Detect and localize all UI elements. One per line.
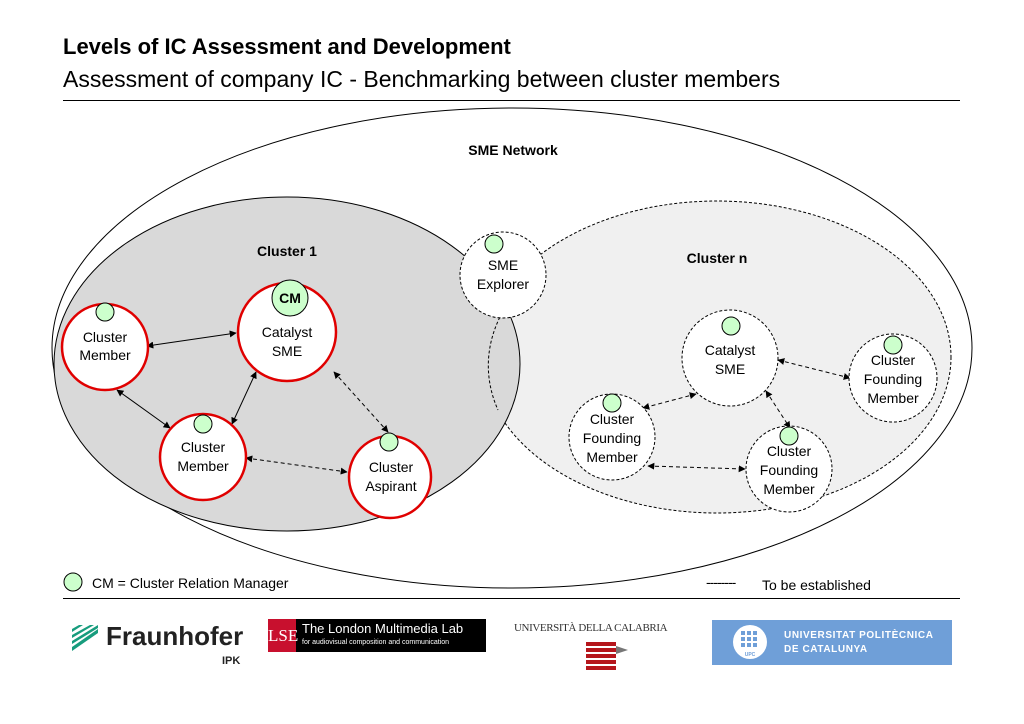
upc-logo: UPC UNIVERSITAT POLITÈCNICA DE CATALUNYA	[712, 620, 952, 665]
legend-cm-icon	[63, 572, 83, 592]
cm-marker-icon	[721, 316, 741, 336]
svg-text:SME: SME	[272, 343, 302, 359]
svg-text:Member: Member	[867, 390, 919, 406]
node-cluster1-member-a: Cluster Member	[60, 302, 150, 392]
cluster-n-overlap-edge	[487, 299, 511, 411]
svg-text:Explorer: Explorer	[477, 276, 529, 292]
link-member-a-member-b	[116, 389, 171, 429]
node-clustern-founding-right: Cluster Founding Member	[848, 333, 938, 423]
cm-marker-icon	[271, 279, 309, 317]
header-divider	[63, 100, 960, 101]
svg-text:Cluster: Cluster	[181, 439, 226, 455]
lse-logo: LSE The London Multimedia Lab for audiov…	[268, 619, 486, 652]
footer-divider	[63, 598, 960, 599]
link-cn-catalyst-bottom	[765, 390, 791, 429]
link-member-b-aspirant	[245, 455, 348, 475]
cm-marker-icon	[602, 393, 622, 413]
node-cluster1-catalyst: CM Catalyst SME	[236, 279, 338, 383]
cm-marker-icon	[379, 432, 399, 452]
svg-text:SME: SME	[488, 257, 518, 273]
svg-text:Cluster: Cluster	[767, 443, 812, 459]
svg-text:Cluster: Cluster	[369, 459, 414, 475]
svg-text:Catalyst: Catalyst	[705, 342, 756, 358]
link-cn-left-bottom	[647, 462, 746, 473]
calabria-logo: UNIVERSITÀ DELLA CALABRIA	[514, 622, 686, 672]
fraunhofer-stripes-icon	[72, 625, 98, 651]
svg-text:UPC: UPC	[745, 652, 756, 658]
cm-marker-icon	[95, 302, 115, 322]
svg-text:SME: SME	[715, 361, 745, 377]
svg-text:Member: Member	[586, 449, 638, 465]
svg-text:Member: Member	[79, 347, 131, 363]
svg-text:Founding: Founding	[583, 430, 641, 446]
cluster-n-label: Cluster n	[687, 250, 748, 266]
link-member-a-catalyst	[146, 330, 237, 349]
svg-text:Cluster: Cluster	[83, 329, 128, 345]
svg-text:Founding: Founding	[864, 371, 922, 387]
legend-dashed-sample: --------	[706, 574, 736, 590]
page-title: Levels of IC Assessment and Development	[63, 34, 511, 59]
node-clustern-founding-bottom: Cluster Founding Member	[745, 425, 833, 513]
node-sme-explorer: SME Explorer	[459, 231, 547, 319]
svg-text:Member: Member	[177, 458, 229, 474]
cm-marker-icon	[883, 335, 903, 355]
upc-emblem-icon: UPC	[733, 625, 767, 659]
link-cn-catalyst-left	[642, 392, 697, 410]
svg-text:Member: Member	[763, 481, 815, 497]
svg-text:CM: CM	[279, 290, 301, 306]
legend-established-text: To be established	[762, 577, 871, 593]
calabria-emblem-icon	[586, 642, 628, 670]
node-clustern-founding-left: Cluster Founding Member	[568, 393, 656, 481]
link-member-b-catalyst	[231, 371, 257, 425]
node-clustern-catalyst: Catalyst SME	[681, 309, 779, 407]
cm-marker-icon	[779, 426, 799, 446]
svg-text:Founding: Founding	[760, 462, 818, 478]
sme-network-label: SME Network	[468, 142, 558, 158]
svg-text:Cluster: Cluster	[590, 411, 635, 427]
cm-marker-icon	[484, 234, 504, 254]
cm-marker-icon	[193, 414, 213, 434]
page-subtitle: Assessment of company IC - Benchmarking …	[63, 66, 781, 92]
svg-text:Cluster: Cluster	[871, 352, 916, 368]
node-cluster1-member-b: Cluster Member	[158, 412, 248, 502]
fraunhofer-logo: Fraunhofer IPK	[70, 621, 245, 671]
svg-text:Aspirant: Aspirant	[365, 478, 416, 494]
link-cn-catalyst-right	[777, 358, 851, 380]
legend-cm-text: CM = Cluster Relation Manager	[92, 575, 289, 591]
svg-text:Catalyst: Catalyst	[262, 324, 313, 340]
cluster-1-label: Cluster 1	[257, 243, 317, 259]
node-cluster1-aspirant: Cluster Aspirant	[347, 432, 433, 520]
